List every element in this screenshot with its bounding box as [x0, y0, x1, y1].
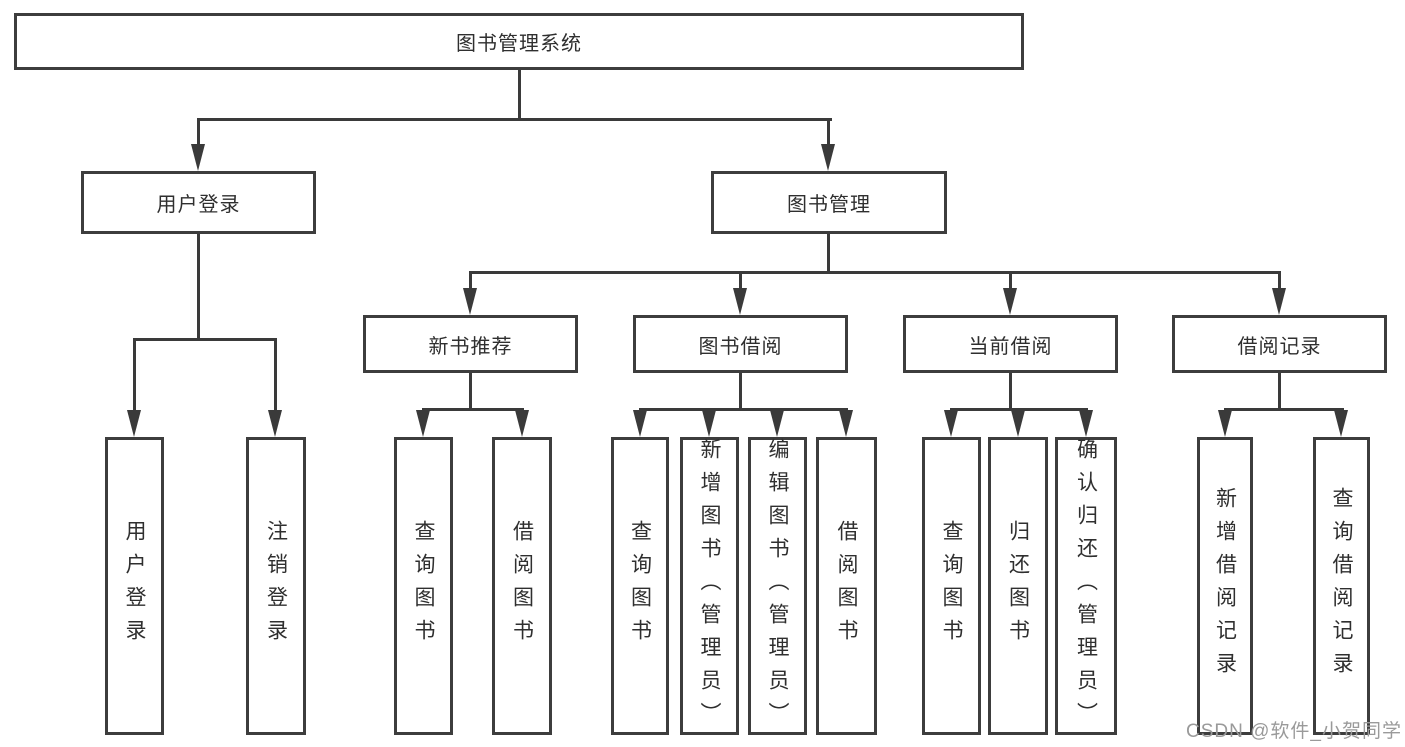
node-book-management: 图书管理 — [711, 171, 947, 234]
leaf-query-books-recommend: 查询图书 — [394, 437, 453, 735]
leaf-add-borrow-record: 新增借阅记录 — [1197, 437, 1253, 735]
arrow-down-icon — [944, 410, 958, 437]
node-label: 用户登录 — [156, 194, 241, 216]
connector-line — [274, 338, 277, 412]
node-label: 查询图书 — [628, 520, 652, 652]
node-label: 当前借阅 — [968, 335, 1053, 358]
leaf-confirm-return-admin: 确认归还（管理员） — [1055, 437, 1117, 735]
connector-line — [422, 408, 524, 411]
connector-line — [739, 271, 742, 290]
node-label: 查询图书 — [412, 520, 435, 652]
connector-line — [639, 408, 848, 411]
node-label: 归还图书 — [1006, 520, 1030, 652]
node-user-login: 用户登录 — [81, 171, 316, 234]
node-label: 图书管理系统 — [456, 33, 582, 55]
arrow-down-icon — [633, 410, 647, 437]
arrow-down-icon — [127, 410, 141, 437]
connector-line — [469, 271, 472, 290]
arrow-down-icon — [515, 410, 529, 437]
connector-line — [827, 118, 830, 146]
arrow-down-icon — [839, 410, 853, 437]
leaf-borrow-books-recommend: 借阅图书 — [492, 437, 552, 735]
leaf-logout: 注销登录 — [246, 437, 306, 735]
connector-line — [469, 372, 472, 411]
connector-line — [1224, 408, 1344, 411]
leaf-query-books-current: 查询图书 — [922, 437, 981, 735]
arrow-down-icon — [1334, 410, 1348, 437]
arrow-down-icon — [1003, 288, 1017, 315]
connector-line — [739, 372, 742, 411]
leaf-add-book-admin: 新增图书（管理员） — [680, 437, 739, 735]
node-label: 注销登录 — [264, 520, 288, 652]
connector-line — [1009, 372, 1012, 411]
node-label: 新增借阅记录 — [1213, 487, 1237, 685]
connector-line — [950, 408, 1088, 411]
node-new-book-recommendation: 新书推荐 — [363, 315, 578, 373]
leaf-return-books: 归还图书 — [988, 437, 1048, 735]
node-borrowing-records: 借阅记录 — [1172, 315, 1387, 373]
connector-line — [1009, 271, 1012, 290]
arrow-down-icon — [733, 288, 747, 315]
leaf-query-borrow-record: 查询借阅记录 — [1313, 437, 1370, 735]
arrow-down-icon — [1218, 410, 1232, 437]
arrow-down-icon — [821, 144, 835, 171]
arrow-down-icon — [770, 410, 784, 437]
connector-line — [197, 118, 832, 121]
node-label: 确认归还（管理员） — [1074, 437, 1098, 735]
connector-line — [197, 118, 200, 146]
arrow-down-icon — [463, 288, 477, 315]
watermark: CSDN @软件_小贺同学 — [1186, 721, 1402, 742]
node-library-management-system: 图书管理系统 — [14, 13, 1024, 70]
connector-line — [133, 338, 277, 341]
leaf-edit-book-admin: 编辑图书（管理员） — [748, 437, 807, 735]
node-label: 新增图书（管理员） — [698, 437, 721, 735]
arrow-down-icon — [416, 410, 430, 437]
node-label: 借阅图书 — [510, 520, 534, 652]
connector-line — [469, 271, 1281, 274]
node-label: 编辑图书（管理员） — [766, 437, 789, 735]
node-label: 图书管理 — [787, 194, 871, 216]
leaf-user-login: 用户登录 — [105, 437, 164, 735]
arrow-down-icon — [702, 410, 716, 437]
arrow-down-icon — [1079, 410, 1093, 437]
connector-line — [133, 338, 136, 412]
connector-line — [197, 233, 200, 341]
connector-line — [518, 69, 521, 121]
connector-line — [1278, 372, 1281, 411]
node-label: 新书推荐 — [428, 335, 513, 358]
leaf-query-books-borrowing: 查询图书 — [611, 437, 669, 735]
connector-line — [827, 233, 830, 274]
node-current-borrowing: 当前借阅 — [903, 315, 1118, 373]
node-label: 图书借阅 — [698, 335, 783, 358]
node-label: 借阅记录 — [1237, 335, 1322, 358]
connector-line — [1278, 271, 1281, 290]
leaf-borrow-books-borrowing: 借阅图书 — [816, 437, 877, 735]
node-label: 用户登录 — [123, 520, 146, 652]
arrow-down-icon — [191, 144, 205, 171]
arrow-down-icon — [268, 410, 282, 437]
node-label: 查询图书 — [940, 520, 963, 652]
node-label: 查询借阅记录 — [1330, 487, 1353, 685]
node-book-borrowing: 图书借阅 — [633, 315, 848, 373]
arrow-down-icon — [1011, 410, 1025, 437]
arrow-down-icon — [1272, 288, 1286, 315]
node-label: 借阅图书 — [835, 520, 858, 652]
